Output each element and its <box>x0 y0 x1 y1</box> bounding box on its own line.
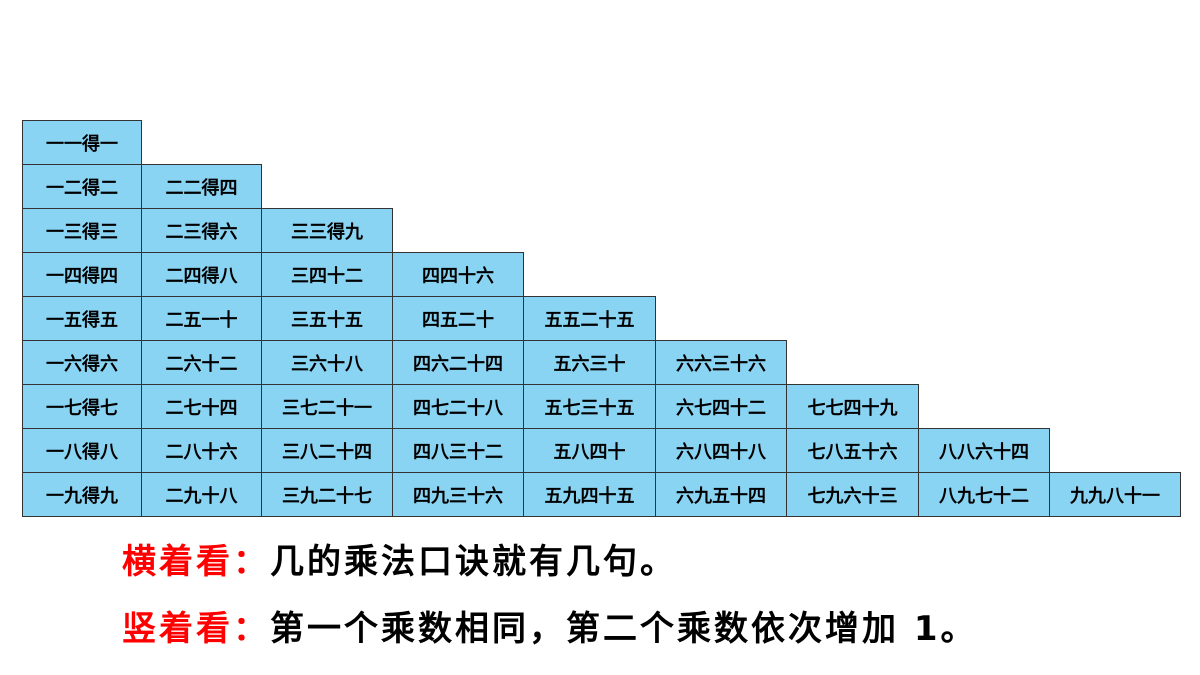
multiplication-cell: 四六二十四 <box>392 340 524 385</box>
multiplication-cell: 五七三十五 <box>523 384 656 429</box>
note-horizontal: 横着看：几的乘法口诀就有几句。 <box>122 545 677 579</box>
multiplication-cell: 四八三十二 <box>392 428 524 473</box>
note-vertical: 竖着看：第一个乘数相同，第二个乘数依次增加 1。 <box>122 612 978 646</box>
note-vertical-label: 竖着看： <box>122 609 270 649</box>
multiplication-cell: 三六十八 <box>261 340 393 385</box>
multiplication-cell: 二九十八 <box>141 472 262 517</box>
multiplication-cell: 一五得五 <box>22 296 142 341</box>
multiplication-cell: 四九三十六 <box>392 472 524 517</box>
note-horizontal-label: 横着看： <box>122 542 270 582</box>
multiplication-cell: 六九五十四 <box>655 472 787 517</box>
note-vertical-text: 第一个乘数相同，第二个乘数依次增加 1。 <box>270 609 978 649</box>
multiplication-cell: 一八得八 <box>22 428 142 473</box>
multiplication-cell: 一三得三 <box>22 208 142 253</box>
multiplication-cell: 七七四十九 <box>786 384 919 429</box>
multiplication-cell: 六七四十二 <box>655 384 787 429</box>
multiplication-cell: 五五二十五 <box>523 296 656 341</box>
multiplication-cell: 四四十六 <box>392 252 524 297</box>
multiplication-cell: 六八四十八 <box>655 428 787 473</box>
multiplication-cell: 一六得六 <box>22 340 142 385</box>
multiplication-cell: 八八六十四 <box>918 428 1050 473</box>
multiplication-cell: 八九七十二 <box>918 472 1050 517</box>
multiplication-cell: 六六三十六 <box>655 340 787 385</box>
multiplication-cell: 一四得四 <box>22 252 142 297</box>
multiplication-cell: 七九六十三 <box>786 472 919 517</box>
multiplication-table: 一一得一一二得二二二得四一三得三二三得六三三得九一四得四二四得八三四十二四四十六… <box>22 120 1181 517</box>
multiplication-cell: 三七二十一 <box>261 384 393 429</box>
multiplication-cell: 一一得一 <box>22 120 142 165</box>
multiplication-cell: 一七得七 <box>22 384 142 429</box>
multiplication-cell: 二二得四 <box>141 164 262 209</box>
multiplication-cell: 九九八十一 <box>1049 472 1181 517</box>
multiplication-cell: 五九四十五 <box>523 472 656 517</box>
multiplication-cell: 三八二十四 <box>261 428 393 473</box>
multiplication-cell: 三四十二 <box>261 252 393 297</box>
note-horizontal-text: 几的乘法口诀就有几句。 <box>270 542 677 582</box>
multiplication-cell: 五六三十 <box>523 340 656 385</box>
multiplication-cell: 四七二十八 <box>392 384 524 429</box>
multiplication-cell: 四五二十 <box>392 296 524 341</box>
multiplication-cell: 一九得九 <box>22 472 142 517</box>
multiplication-cell: 一二得二 <box>22 164 142 209</box>
multiplication-cell: 二六十二 <box>141 340 262 385</box>
multiplication-cell: 五八四十 <box>523 428 656 473</box>
multiplication-cell: 三五十五 <box>261 296 393 341</box>
multiplication-cell: 二七十四 <box>141 384 262 429</box>
multiplication-cell: 三三得九 <box>261 208 393 253</box>
multiplication-cell: 二五一十 <box>141 296 262 341</box>
multiplication-cell: 二八十六 <box>141 428 262 473</box>
multiplication-cell: 七八五十六 <box>786 428 919 473</box>
multiplication-cell: 二三得六 <box>141 208 262 253</box>
multiplication-cell: 二四得八 <box>141 252 262 297</box>
multiplication-cell: 三九二十七 <box>261 472 393 517</box>
